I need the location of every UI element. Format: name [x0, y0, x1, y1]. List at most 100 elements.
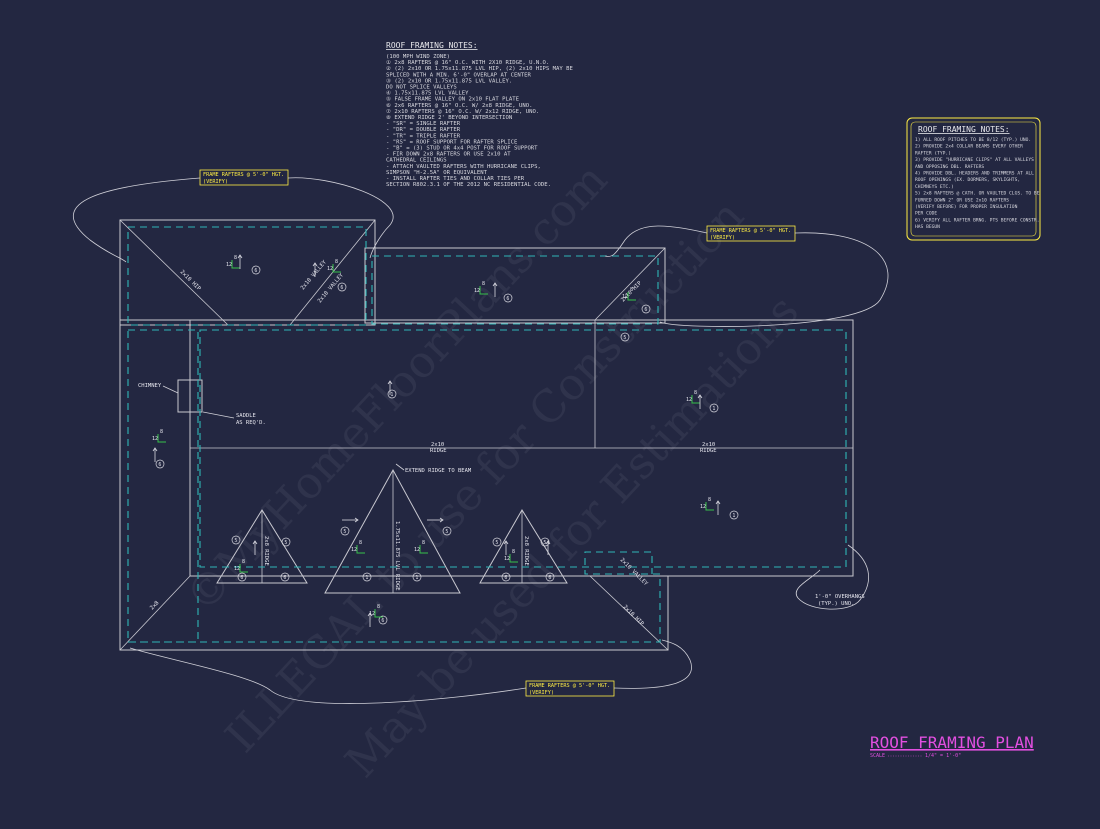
pitch-symbol: 128 [686, 390, 700, 404]
svg-text:1: 1 [415, 575, 418, 581]
tag-callout: 6 [280, 572, 290, 582]
tag-callout: 5 [231, 535, 241, 545]
roof-outline [119, 219, 854, 651]
tag-callout: 6 [337, 282, 347, 292]
svg-text:5: 5 [284, 540, 287, 546]
callout-bottom-line1: FRAME RAFTERS @ 5'-0" HGT. [529, 683, 610, 689]
saddle-label-1: SADDLE [236, 413, 256, 419]
main-note-line: ⑧ EXTEND RIDGE 2' BEYOND INTERSECTION [386, 114, 512, 121]
saddle-label-2: AS REQ'D. [236, 420, 266, 426]
svg-text:8: 8 [335, 259, 338, 265]
main-note-line: - FIR DOWN 2x8 RAFTERS OR USE 2x10 AT [386, 152, 511, 158]
svg-text:8: 8 [630, 287, 633, 293]
callout-frame-rafters-left: FRAME RAFTERS @ 5'-0" HGT. (VERIFY) [199, 169, 289, 186]
side-notes-inner-border [910, 121, 1037, 237]
main-note-line: ④ 1.75x11.875 LVL VALLEY [386, 90, 469, 97]
leader-curves [73, 177, 889, 704]
pitch-symbol: 128 [369, 604, 383, 618]
callout-left-line1: FRAME RAFTERS @ 5'-0" HGT. [203, 172, 284, 178]
svg-text:12: 12 [622, 294, 628, 300]
svg-text:12: 12 [152, 436, 158, 442]
main-note-line: ③ (2) 2x10 OR 1.75x11.875 LVL VALLEY. [386, 77, 512, 84]
pitch-symbol: 128 [226, 255, 240, 269]
callout-frame-rafters-bottom: FRAME RAFTERS @ 5'-0" HGT. (VERIFY) [525, 680, 615, 697]
main-note-line: ① 2x8 RAFTERS @ 16" O.C. WITH 2X10 RIDGE… [386, 59, 549, 66]
main-note-line: CATHEDRAL CEILINGS [386, 158, 447, 164]
svg-text:6: 6 [644, 307, 647, 313]
tag-callout: 6 [155, 459, 165, 469]
title-block: ROOF FRAMING PLAN SCALE 1/4" = 1'-0" [870, 733, 1034, 759]
main-note-line: ② (2) 2x10 OR 1.75x11.875 LVL HIP, (2) 2… [386, 65, 574, 72]
tag-callout: 5 [620, 332, 630, 342]
tag-callout: 5 [340, 526, 350, 536]
hip-line-left [119, 219, 229, 326]
main-body-dashed [199, 329, 847, 568]
rafter-arrow [367, 612, 373, 627]
side-notes-outer-border [906, 117, 1041, 241]
tag-callout: 6 [251, 265, 261, 275]
main-note-line: ⑥ 2x6 RAFTERS @ 16" O.C. W/ 2x8 RIDGE, U… [386, 102, 532, 109]
svg-text:12: 12 [369, 611, 375, 617]
svg-text:8: 8 [694, 390, 697, 396]
svg-text:6: 6 [506, 296, 509, 302]
side-note-line: 5) 2x8 RAFTERS @ CATH. OR VAULTED CLGS. … [915, 191, 1040, 197]
bottom-dashed [128, 551, 661, 643]
ridge-size-right: 2x10 [702, 442, 715, 448]
main-note-line: SPLICED WITH A MIN. 6'-0" OVERLAP AT CEN… [386, 72, 531, 78]
svg-text:5: 5 [623, 335, 626, 341]
tag-callout: 1 [729, 510, 739, 520]
tag-callout: 1 [709, 403, 719, 413]
svg-text:8: 8 [242, 559, 245, 565]
small-ridge-right-label: 2x8 RIDGE [523, 536, 529, 566]
rafter-arrow [152, 447, 158, 462]
rafter-arrow [342, 517, 359, 523]
tag-callout: 6 [503, 293, 513, 303]
side-notes-lines: 1) ALL ROOF PITCHES TO BE 8/12 (TYP.) UN… [915, 137, 1040, 230]
svg-text:12: 12 [234, 566, 240, 572]
svg-text:8: 8 [377, 604, 380, 610]
upper-wing-dashed [371, 255, 659, 325]
main-note-line: SECTION R802.3.1 OF THE 2012 NC RESIDENT… [386, 182, 551, 188]
small-ridge-left-label: 2x8 RIDGE [263, 536, 269, 566]
side-note-line: 1) ALL ROOF PITCHES TO BE 8/12 (TYP.) UN… [915, 137, 1031, 143]
main-note-line: DO NOT SPLICE VALLEYS [386, 85, 457, 91]
svg-text:6: 6 [504, 575, 507, 581]
tag-callout: 6 [641, 304, 651, 314]
overhang-dashed-lines [127, 226, 847, 643]
svg-text:12: 12 [504, 556, 510, 562]
svg-text:5: 5 [343, 529, 346, 535]
tag-callout: 6 [545, 572, 555, 582]
svg-text:12: 12 [414, 547, 420, 553]
pitch-symbol: 128 [414, 540, 428, 554]
rafter-arrow [715, 500, 721, 515]
left-wing-dashed [127, 226, 367, 326]
svg-text:6: 6 [340, 285, 343, 291]
rafter-arrow [427, 517, 444, 523]
tag-callout: 6 [501, 572, 511, 582]
main-note-line: - "DR" = DOUBLE RAFTER [386, 127, 461, 133]
watermark-group: ©MyHomeFloorPlans.com ILLEGAL to use for… [176, 154, 809, 787]
svg-text:12: 12 [700, 504, 706, 510]
ridge-word-right: RIDGE [700, 448, 717, 454]
svg-text:5: 5 [234, 538, 237, 544]
gable-right [479, 509, 568, 584]
side-note-line: ROOF OPENINGS (EX. DORMERS, SKYLIGHTS, [915, 177, 1020, 183]
side-note-line: FURRED DOWN 2" OR USE 2x10 RAFTERS [915, 197, 1009, 203]
svg-text:8: 8 [422, 540, 425, 546]
rafter-arrow [252, 540, 258, 555]
side-note-line: PER CODE [915, 211, 937, 217]
svg-text:6: 6 [240, 575, 243, 581]
side-note-line: 3) PROVIDE "HURRICANE CLIPS" AT ALL VALL… [915, 157, 1034, 163]
tag-callout: 5 [492, 537, 502, 547]
svg-text:12: 12 [327, 266, 333, 272]
svg-text:12: 12 [351, 547, 357, 553]
side-note-line: 4) PROVIDE DBL. HEADERS AND TRIMMERS AT … [915, 171, 1034, 177]
svg-text:1: 1 [365, 575, 368, 581]
hip-line-lower-right [589, 575, 669, 651]
rafter-arrow [503, 540, 509, 555]
overhang-label-1: 1'-0" OVERHANGS [815, 594, 865, 600]
valley-label-lower-right: 2x10 VALLEY [619, 557, 649, 587]
side-note-line: (VERIFY BEFORE) FOR PROPER INSULATION [915, 204, 1018, 210]
